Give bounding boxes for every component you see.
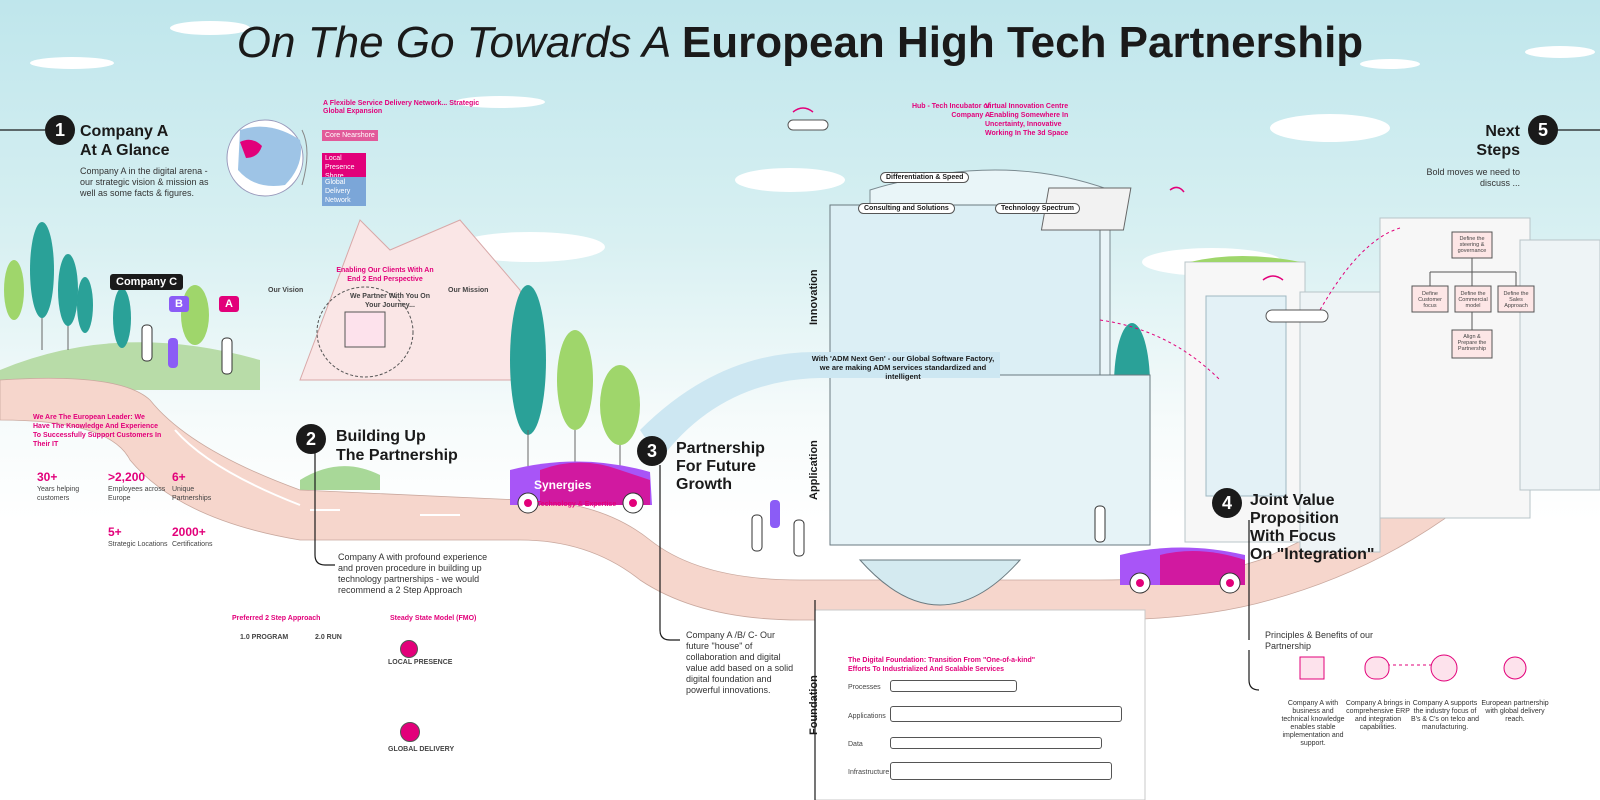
tag-company-c: Company C xyxy=(110,274,184,290)
section-4-number: 4 xyxy=(1212,488,1242,518)
hub-title: Hub - Tech Incubator of Company A xyxy=(911,103,990,119)
steady-local: LOCAL PRESENCE xyxy=(388,659,453,666)
steady-global: GLOBAL DELIVERY xyxy=(388,746,455,753)
org-box: Define the steering & governance xyxy=(1457,236,1487,254)
section-3-title: Partnership For Future Growth xyxy=(676,440,765,493)
vr-title: Virtual Innovation Centre - Enabling Som… xyxy=(985,103,1069,137)
section-3-number: 3 xyxy=(637,436,667,466)
foundation-row: Infrastructure xyxy=(848,769,890,776)
stat-label: Employees across Europe xyxy=(108,486,166,502)
tag-b: B xyxy=(169,296,189,312)
section-1-desc: Company A in the digital arena - our str… xyxy=(80,166,209,198)
page-title-bold: European High Tech Partnership xyxy=(681,18,1364,67)
approach-title: Preferred 2 Step Approach xyxy=(232,615,321,622)
adm-banner: With 'ADM Next Gen' - our Global Softwar… xyxy=(811,354,995,381)
principles-label: Principles & Benefits of our Partnership xyxy=(1265,630,1374,651)
stat-label: Unique Partnerships xyxy=(172,486,212,502)
step-run: 2.0 RUN xyxy=(315,634,342,641)
mission-label: Our Mission xyxy=(448,287,489,294)
layer-application: Application xyxy=(808,440,820,500)
page-title-italic: On The Go Towards A xyxy=(236,18,682,67)
vision-label: Our Vision xyxy=(268,287,304,294)
global-delivery-icon xyxy=(400,722,420,742)
synergies-sub: Technology & Expertise xyxy=(537,501,617,508)
layer-foundation: Foundation xyxy=(808,675,820,735)
local-presence-icon xyxy=(400,640,418,658)
step-program: 1.0 PROGRAM xyxy=(240,634,289,641)
dome-title: Differentiation & Speed xyxy=(880,172,970,183)
section-5-title: Next Steps xyxy=(1476,123,1520,159)
stat-value: 2000+ xyxy=(172,525,206,539)
org-box: Define the Commercial model xyxy=(1458,291,1488,309)
section-2-number: 2 xyxy=(296,424,326,454)
benefit-text: Company A brings in comprehensive ERP an… xyxy=(1345,700,1411,731)
tech-spectrum-pill: Technology Spectrum xyxy=(995,203,1080,214)
benefit-text: European partnership with global deliver… xyxy=(1481,700,1549,723)
section-5-desc: Bold moves we need to discuss ... xyxy=(1426,167,1520,188)
org-box: Define Customer focus xyxy=(1418,291,1442,309)
section-1-number: 1 xyxy=(45,115,75,145)
section-1-title: Company A At A Glance xyxy=(80,123,170,159)
stat-label: Years helping customers xyxy=(37,486,80,502)
stat-value: 6+ xyxy=(172,470,186,484)
foundation-box xyxy=(890,706,1122,722)
foundation-box xyxy=(890,762,1112,780)
foundation-box xyxy=(890,680,1017,692)
network-row-core: Core Nearshore xyxy=(322,130,378,141)
benefit-text: Company A supports the industry focus of… xyxy=(1410,700,1480,731)
leader-statement: We Are The European Leader: We Have The … xyxy=(33,414,162,448)
stat-label: Strategic Locations xyxy=(108,541,168,548)
stat-label: Certifications xyxy=(172,541,213,548)
partner-journey: We Partner With You On Your Journey... xyxy=(349,293,431,309)
stat-value: 5+ xyxy=(108,525,122,539)
network-row-global: Global Delivery Network xyxy=(322,177,366,206)
steady-state-title: Steady State Model (FMO) xyxy=(390,615,477,622)
tag-a: A xyxy=(219,296,239,312)
benefit-text: Company A with business and technical kn… xyxy=(1281,700,1345,747)
layer-innovation: Innovation xyxy=(808,269,820,325)
stat-value: 30+ xyxy=(37,470,58,484)
section-4-title: Joint Value Proposition With Focus On "I… xyxy=(1250,492,1375,563)
vision-heading: Enabling Our Clients With An End 2 End P… xyxy=(336,267,434,283)
foundation-row: Applications xyxy=(848,713,886,720)
section-5-number: 5 xyxy=(1528,115,1558,145)
foundation-title: The Digital Foundation: Transition From … xyxy=(848,657,1036,673)
network-title: A Flexible Service Delivery Network... S… xyxy=(323,100,480,115)
section-2-desc: Company A with profound experience and p… xyxy=(338,552,488,595)
org-box: Define the Sales Approach xyxy=(1503,291,1529,309)
synergies-label: Synergies xyxy=(534,478,592,492)
foundation-box xyxy=(890,737,1102,749)
foundation-row: Data xyxy=(848,741,863,748)
consulting-pill: Consulting and Solutions xyxy=(858,203,955,214)
section-3-desc: Company A /B/ C- Our future "house" of c… xyxy=(686,630,794,695)
stat-value: >2,200 xyxy=(108,470,146,484)
page-title: On The Go Towards A European High Tech P… xyxy=(0,18,1600,68)
section-2-title: Building Up The Partnership xyxy=(336,428,458,464)
foundation-row: Processes xyxy=(848,684,881,691)
org-box: Align & Prepare the Partnership xyxy=(1457,334,1487,352)
